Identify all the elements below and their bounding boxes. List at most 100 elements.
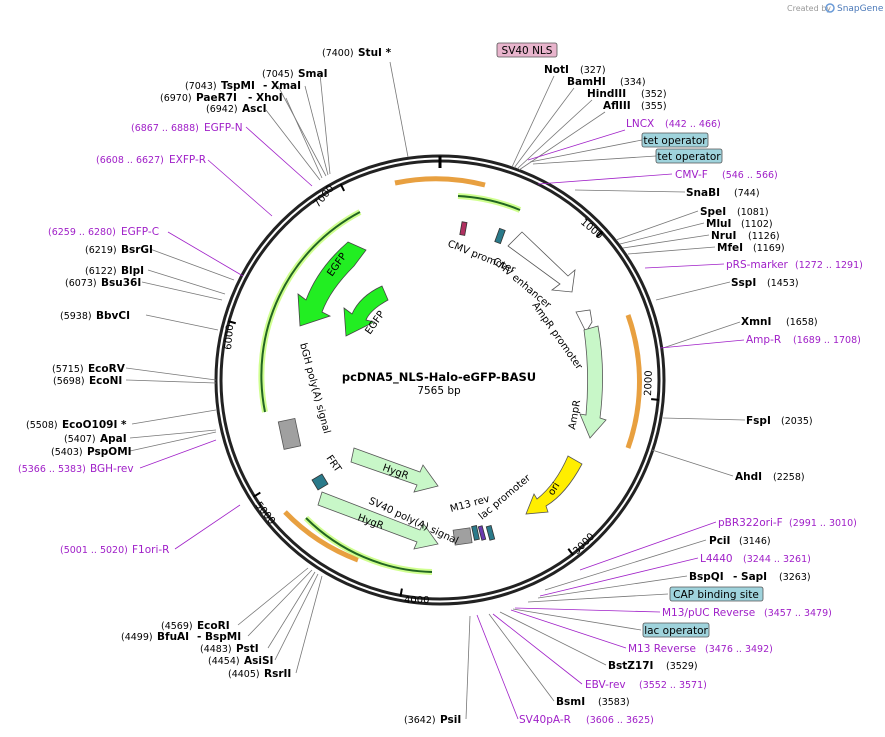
sv40-nls-box xyxy=(496,42,558,58)
primer-label: EXFP-R xyxy=(169,154,206,166)
enzyme-label: EcoO109I * xyxy=(62,419,127,431)
leader-line xyxy=(662,417,746,421)
leader-line xyxy=(319,73,331,175)
map-title: pcDNA5_NLS-Halo-eGFP-BASU 7565 bp xyxy=(342,370,536,397)
leader-line xyxy=(147,269,226,295)
enzyme-position: (4405) xyxy=(228,669,260,680)
primer-position: (5001 .. 5020) xyxy=(60,545,128,556)
primer-label: pRS-marker xyxy=(726,259,789,271)
enzyme-label: EcoRV xyxy=(88,363,126,375)
sv40-polya-box xyxy=(452,527,473,546)
ampr-arrow xyxy=(579,325,607,439)
enzyme-label: BamHI xyxy=(567,76,606,88)
enzyme-label: PsiI xyxy=(440,714,461,726)
tick-mark xyxy=(227,320,237,325)
enzyme-label: FspI xyxy=(746,415,771,427)
enzyme-position: (5403) xyxy=(51,447,83,458)
enzyme-label: EcoRI xyxy=(197,620,230,632)
leader-line xyxy=(615,210,699,241)
enzyme-label: - XhoI xyxy=(248,92,283,104)
leader-line xyxy=(247,569,313,637)
enzyme-position: (1102) xyxy=(741,219,773,230)
leader-line xyxy=(514,607,661,613)
enzyme-label: - XmaI xyxy=(263,80,301,92)
tet-operator-box-2 xyxy=(655,148,723,164)
enzyme-position: (2258) xyxy=(773,472,805,483)
enzyme-label: AflIII xyxy=(603,100,631,112)
enzyme-label: PstI xyxy=(236,643,259,655)
enzyme-label: SmaI xyxy=(298,68,328,80)
enzyme-label: HindIII xyxy=(587,88,626,100)
primer-position: (1272 .. 1291) xyxy=(795,260,863,271)
egfp-arrow-1 xyxy=(297,241,367,327)
primer-label: SV40pA-R xyxy=(519,714,571,726)
cmv-promoter-marker xyxy=(494,227,506,245)
hygr-arrow-1 xyxy=(350,447,439,493)
enzyme-position: (3263) xyxy=(779,572,811,583)
m13-rev-marker xyxy=(471,525,480,541)
plasmid-size: 7565 bp xyxy=(417,385,461,397)
primer-position: (3457 .. 3479) xyxy=(764,608,832,619)
leader-line xyxy=(662,321,741,349)
leader-line xyxy=(544,539,707,591)
leader-line xyxy=(537,173,673,185)
leader-line xyxy=(476,614,519,720)
egfp-arrow-2 xyxy=(343,285,389,337)
tet-operator-label-1: tet operator xyxy=(643,135,707,147)
tick-label-5000: 5000 xyxy=(253,500,277,527)
enzyme-label: BlpI xyxy=(121,265,144,277)
enzyme-label: XmnI xyxy=(741,316,771,328)
leader-lines xyxy=(125,61,746,720)
lac-operator-box xyxy=(642,622,710,638)
leader-line xyxy=(207,159,273,217)
primer-label: Amp-R xyxy=(746,334,781,346)
leader-line xyxy=(532,155,657,165)
enzyme-position: (355) xyxy=(641,101,667,112)
enzyme-position: (5407) xyxy=(64,434,96,445)
enzyme-position: (4569) xyxy=(161,621,193,632)
enzyme-position: (5698) xyxy=(53,376,85,387)
enzyme-label: StuI * xyxy=(358,47,392,59)
inner-features xyxy=(277,221,607,550)
halo-arc xyxy=(457,195,521,211)
primer-position: (3606 .. 3625) xyxy=(586,715,654,726)
leader-line xyxy=(516,99,593,170)
enzyme-label: EcoNI xyxy=(89,375,122,387)
enzyme-position: (4483) xyxy=(200,644,232,655)
cmv-enhancer-arrow xyxy=(507,231,576,293)
leader-line xyxy=(651,449,734,477)
primer-label: EBV-rev xyxy=(585,679,626,691)
enzyme-position: (3529) xyxy=(666,661,698,672)
snapgene-logo-icon xyxy=(825,3,835,13)
egfp-arc xyxy=(260,211,361,413)
primer-label: LNCX xyxy=(626,118,654,130)
primer-label: EGFP-N xyxy=(204,122,243,134)
leader-line xyxy=(277,85,327,177)
primer-label: M13 Reverse xyxy=(628,643,696,655)
leader-line xyxy=(125,379,217,384)
enzyme-label: AscI xyxy=(242,103,267,115)
enzyme-position: (1081) xyxy=(737,207,769,218)
enzyme-position: (6219) xyxy=(85,245,117,256)
leader-line xyxy=(539,557,699,597)
leader-line xyxy=(527,593,669,603)
leader-line xyxy=(529,139,643,163)
enzyme-position: (3583) xyxy=(598,697,630,708)
enzyme-label: AhdI xyxy=(735,471,762,483)
primer-label: CMV-F xyxy=(675,169,708,181)
primer-position: (6867 .. 6888) xyxy=(131,123,199,134)
enzyme-label: AsiSI xyxy=(244,655,273,667)
enzyme-label: MluI xyxy=(706,218,731,230)
enzyme-label: PspOMI xyxy=(87,446,132,458)
leader-line xyxy=(513,87,575,169)
tick-label-2000: 2000 xyxy=(643,370,655,396)
lac-operator-label: lac operator xyxy=(644,625,708,637)
leader-line xyxy=(237,567,309,626)
frt-label: FRT xyxy=(324,453,344,475)
lac-operator-marker xyxy=(485,524,496,541)
enzyme-label: SnaBI xyxy=(686,187,720,199)
leader-line xyxy=(511,75,555,168)
hygr-label-1: HygR xyxy=(381,462,410,481)
leader-line xyxy=(465,615,471,720)
